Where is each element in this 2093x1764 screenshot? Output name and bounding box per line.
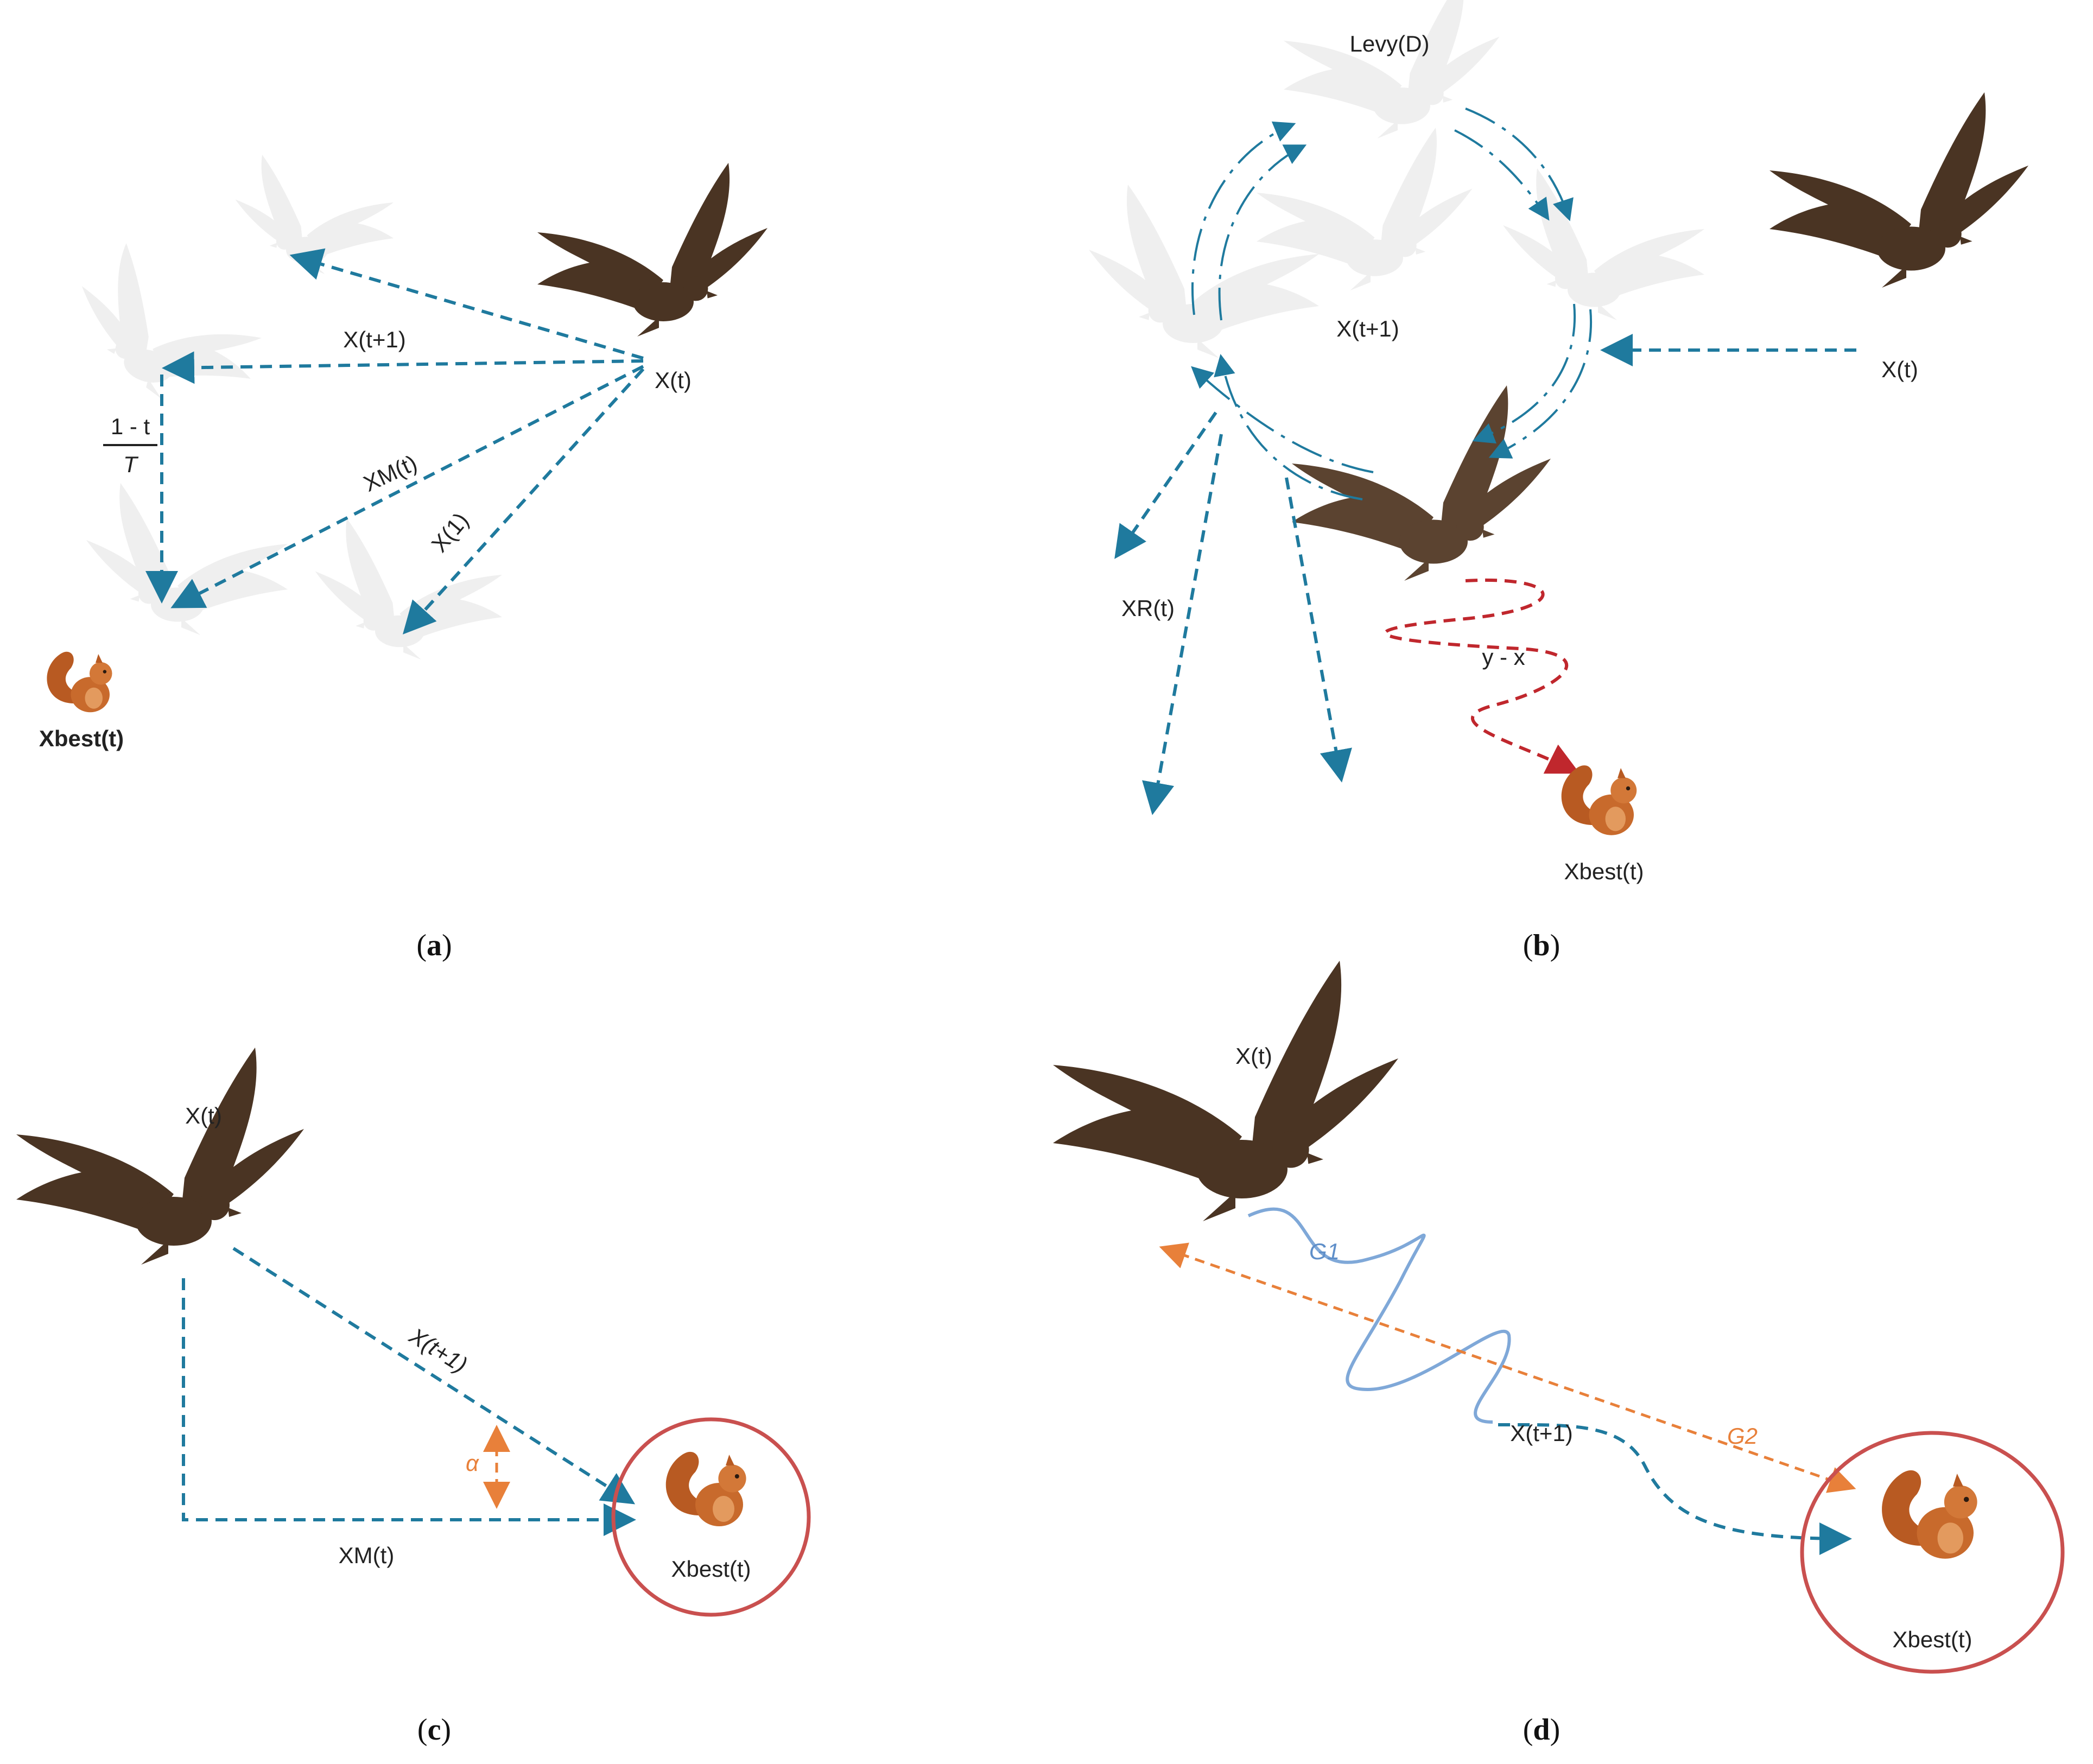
label-x-best: Xbest(t) <box>39 726 124 751</box>
label-g1: G1 <box>1309 1239 1340 1264</box>
eagle-icon <box>1284 0 1500 138</box>
label-frac-den: T <box>123 452 139 477</box>
arrow <box>1142 434 1223 815</box>
label-g2: G2 <box>1727 1423 1758 1449</box>
panel-c: X(t) X(t+1) α XM(t) Xbest(t) (c) <box>16 1048 811 1747</box>
label-x-t1: X(t+1) <box>1336 316 1399 341</box>
caption-b: (b) <box>1523 929 1560 962</box>
arrow <box>182 1278 636 1536</box>
label-x-t: X(t) <box>1881 357 1918 382</box>
arrow <box>1214 354 1363 500</box>
label-x-1: X(1) <box>426 507 473 557</box>
panel-d: X(t) G1 G2 X(t+1) Xbest(t) (d) <box>1053 961 2065 1747</box>
label-x-best: Xbest(t) <box>671 1556 751 1582</box>
eagle-icon <box>1089 185 1319 358</box>
label-x-t: X(t) <box>1235 1043 1272 1069</box>
eagle-icon <box>16 1048 304 1265</box>
label-y-x: y - x <box>1482 644 1525 670</box>
squirrel-icon <box>1882 1470 1977 1559</box>
squirrel-icon <box>1561 765 1637 835</box>
arrow <box>1465 107 1574 221</box>
eagle-icon <box>86 483 288 635</box>
panel-b: Levy(D) X(t+1) X(t) XR(t) y - x Xbest(t)… <box>1089 0 2028 962</box>
squirrel-icon <box>47 651 112 713</box>
eagle-icon <box>315 518 502 659</box>
arrow <box>1384 578 1580 774</box>
label-x-t1: X(t+1) <box>343 327 406 352</box>
target-circle <box>611 1417 811 1617</box>
label-x-r: XR(t) <box>1121 595 1175 621</box>
arrow <box>1191 366 1374 473</box>
label-x-best: Xbest(t) <box>1564 859 1644 884</box>
arrow <box>1488 309 1592 459</box>
panel-a: X(t+1) X(t) 1 - t T XM(t) X(1) Xbest(t) … <box>39 155 768 962</box>
label-x-t1: X(t+1) <box>404 1323 472 1378</box>
arrow <box>289 248 644 360</box>
arrow <box>402 367 645 634</box>
arrow <box>170 365 644 608</box>
eagle-icon <box>1769 92 2028 288</box>
label-x-m: XM(t) <box>339 1543 395 1568</box>
arrow-g2 <box>1159 1242 1856 1493</box>
arrow <box>232 1247 636 1505</box>
caption-d: (d) <box>1523 1713 1560 1747</box>
label-x-best: Xbest(t) <box>1892 1627 1972 1652</box>
eagle-icon <box>537 163 768 337</box>
label-x-t: X(t) <box>185 1103 222 1128</box>
squirrel-icon <box>665 1451 746 1526</box>
wave-g1 <box>1247 1207 1511 1424</box>
arrow <box>1114 411 1217 559</box>
caption-a: (a) <box>416 929 452 962</box>
arrow <box>1191 121 1296 315</box>
label-x-m: XM(t) <box>359 450 421 497</box>
arrow <box>1285 477 1352 783</box>
eagle-icon <box>59 234 276 420</box>
eagle-icon <box>1503 168 1704 320</box>
eagle-icon <box>1292 385 1551 581</box>
arrow <box>1218 144 1307 321</box>
eagle-icon <box>1053 961 1398 1221</box>
label-alpha: α <box>466 1450 479 1476</box>
arrow <box>1472 303 1576 444</box>
label-x-t: X(t) <box>655 367 692 393</box>
label-x-t1: X(t+1) <box>1510 1420 1573 1446</box>
arrow <box>1454 129 1550 221</box>
arrow <box>162 351 644 384</box>
eagle-icon <box>235 155 394 274</box>
caption-c: (c) <box>417 1713 451 1747</box>
label-frac-num: 1 - t <box>111 414 150 439</box>
label-levy: Levy(D) <box>1349 31 1429 56</box>
target-circle <box>1800 1431 2065 1674</box>
